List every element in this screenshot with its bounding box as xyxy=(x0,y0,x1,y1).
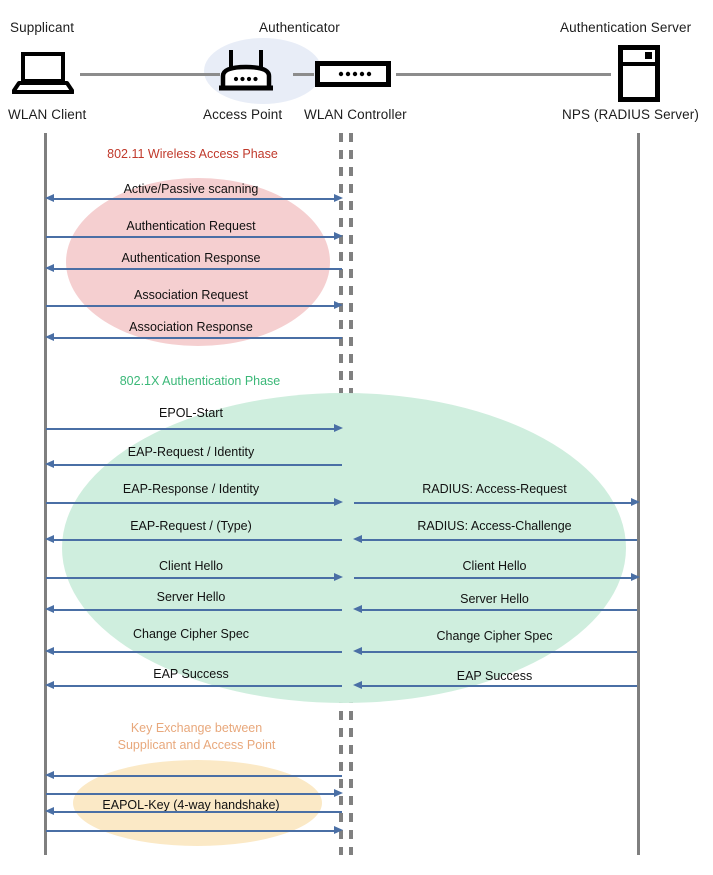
message-arrow-client-hello-left xyxy=(46,577,337,579)
message-arrow-eapol-start xyxy=(46,428,337,430)
message-label-radius-access-challenge: RADIUS: Access-Challenge xyxy=(417,519,572,533)
actor-role-supplicant: Supplicant xyxy=(10,20,75,35)
message-label-radius-access-request: RADIUS: Access-Request xyxy=(422,482,567,496)
link-client-to-ap xyxy=(80,73,220,76)
message-label-active-passive-scanning: Active/Passive scanning xyxy=(123,182,259,196)
message-label-change-cipher-spec-right: Change Cipher Spec xyxy=(436,629,553,643)
arrowhead-left-radius-access-challenge xyxy=(353,535,362,543)
message-arrow-radius-access-challenge xyxy=(360,539,637,541)
actor-name-wlan-client: WLAN Client xyxy=(8,107,87,122)
arrowhead-right-authentication-request xyxy=(334,232,343,240)
arrowhead-right-handshake-4 xyxy=(334,826,343,834)
message-arrow-association-response xyxy=(52,337,342,339)
message-arrow-authentication-response xyxy=(52,268,342,270)
message-label-association-request: Association Request xyxy=(134,288,248,302)
message-arrow-handshake-1 xyxy=(52,775,342,777)
actor-name-wlan-controller: WLAN Controller xyxy=(304,107,407,122)
actor-role-authentication-server: Authentication Server xyxy=(560,20,692,35)
arrowhead-left-eap-request-type xyxy=(45,535,54,543)
arrowhead-right-radius-access-request xyxy=(631,498,640,506)
arrowhead-right-client-hello-left xyxy=(334,573,343,581)
message-label-client-hello-left: Client Hello xyxy=(159,559,223,573)
arrowhead-left-server-hello-left xyxy=(45,605,54,613)
message-arrow-server-hello-left xyxy=(52,609,342,611)
message-label-eapol-start: EPOL-Start xyxy=(159,406,223,420)
phase3-caption-line1: Key Exchange between xyxy=(130,721,263,735)
arrowhead-left-eap-request-identity xyxy=(45,460,54,468)
actor-name-nps-radius-server: NPS (RADIUS Server) xyxy=(562,107,699,122)
message-label-client-hello-right: Client Hello xyxy=(462,559,527,573)
message-arrow-eap-success-left xyxy=(52,685,342,687)
message-arrow-handshake-4 xyxy=(46,830,337,832)
message-arrow-eap-request-type xyxy=(52,539,342,541)
message-arrow-eap-response-identity xyxy=(46,502,337,504)
arrowhead-right-client-hello-right xyxy=(631,573,640,581)
arrowhead-right-handshake-2 xyxy=(334,789,343,797)
link-controller-to-server xyxy=(396,73,611,76)
message-label-eap-request-type: EAP-Request / (Type) xyxy=(130,519,252,533)
message-label-eap-response-identity: EAP-Response / Identity xyxy=(122,482,260,496)
phase1-caption: 802.11 Wireless Access Phase xyxy=(107,147,278,161)
arrowhead-left-change-cipher-spec-left xyxy=(45,647,54,655)
message-arrow-handshake-2 xyxy=(46,793,337,795)
lifeline-supplicant xyxy=(44,133,47,855)
link-ap-to-controller xyxy=(293,73,314,76)
message-label-association-response: Association Response xyxy=(129,320,253,334)
access-point-icon xyxy=(215,48,277,99)
arrowhead-left-change-cipher-spec-right xyxy=(353,647,362,655)
arrowhead-right-association-request xyxy=(334,301,343,309)
message-arrow-change-cipher-spec-left xyxy=(52,651,342,653)
message-label-eapol-key: EAPOL-Key (4-way handshake) xyxy=(102,798,280,812)
arrowhead-left-server-hello-right xyxy=(353,605,362,613)
wlan-controller-icon xyxy=(315,61,391,92)
message-label-authentication-response: Authentication Response xyxy=(121,251,261,265)
arrowhead-right-scanning xyxy=(334,194,343,202)
phase1-ellipse xyxy=(66,178,330,346)
phase2-caption: 802.1X Authentication Phase xyxy=(119,374,281,388)
arrowhead-left-eap-success-right xyxy=(353,681,362,689)
message-arrow-eap-success-right xyxy=(360,685,637,687)
arrowhead-right-eapol-start xyxy=(334,424,343,432)
message-label-server-hello-right: Server Hello xyxy=(460,592,529,606)
message-label-eap-request-identity: EAP-Request / Identity xyxy=(127,445,255,459)
message-arrow-radius-access-request xyxy=(354,502,634,504)
phase2-ellipse xyxy=(62,393,626,703)
lifeline-nps-server xyxy=(637,133,640,855)
message-label-authentication-request: Authentication Request xyxy=(126,219,256,233)
message-arrow-client-hello-right xyxy=(354,577,634,579)
arrowhead-left-handshake-3 xyxy=(45,807,54,815)
message-label-eap-success-left: EAP Success xyxy=(153,667,229,681)
phase3-caption-line2: Supplicant and Access Point xyxy=(117,738,276,752)
message-arrow-change-cipher-spec-right xyxy=(360,651,637,653)
message-label-change-cipher-spec-left: Change Cipher Spec xyxy=(132,627,250,641)
arrowhead-left-eap-success-left xyxy=(45,681,54,689)
message-label-server-hello-left: Server Hello xyxy=(156,590,226,604)
message-arrow-association-request xyxy=(46,305,337,307)
laptop-icon xyxy=(11,52,75,99)
server-icon xyxy=(618,45,660,107)
arrowhead-left-handshake-1 xyxy=(45,771,54,779)
actor-name-access-point: Access Point xyxy=(203,107,283,122)
message-arrow-authentication-request xyxy=(46,236,337,238)
message-arrow-handshake-3 xyxy=(52,811,342,813)
message-arrow-active-passive-scanning xyxy=(52,198,337,200)
arrowhead-right-eap-response-identity xyxy=(334,498,343,506)
arrowhead-left-authentication-response xyxy=(45,264,54,272)
arrowhead-left-association-response xyxy=(45,333,54,341)
message-label-eap-success-right: EAP Success xyxy=(456,669,533,683)
actor-role-authenticator: Authenticator xyxy=(259,20,340,35)
message-arrow-server-hello-right xyxy=(360,609,637,611)
arrowhead-left-scanning xyxy=(45,194,54,202)
message-arrow-eap-request-identity xyxy=(52,464,342,466)
